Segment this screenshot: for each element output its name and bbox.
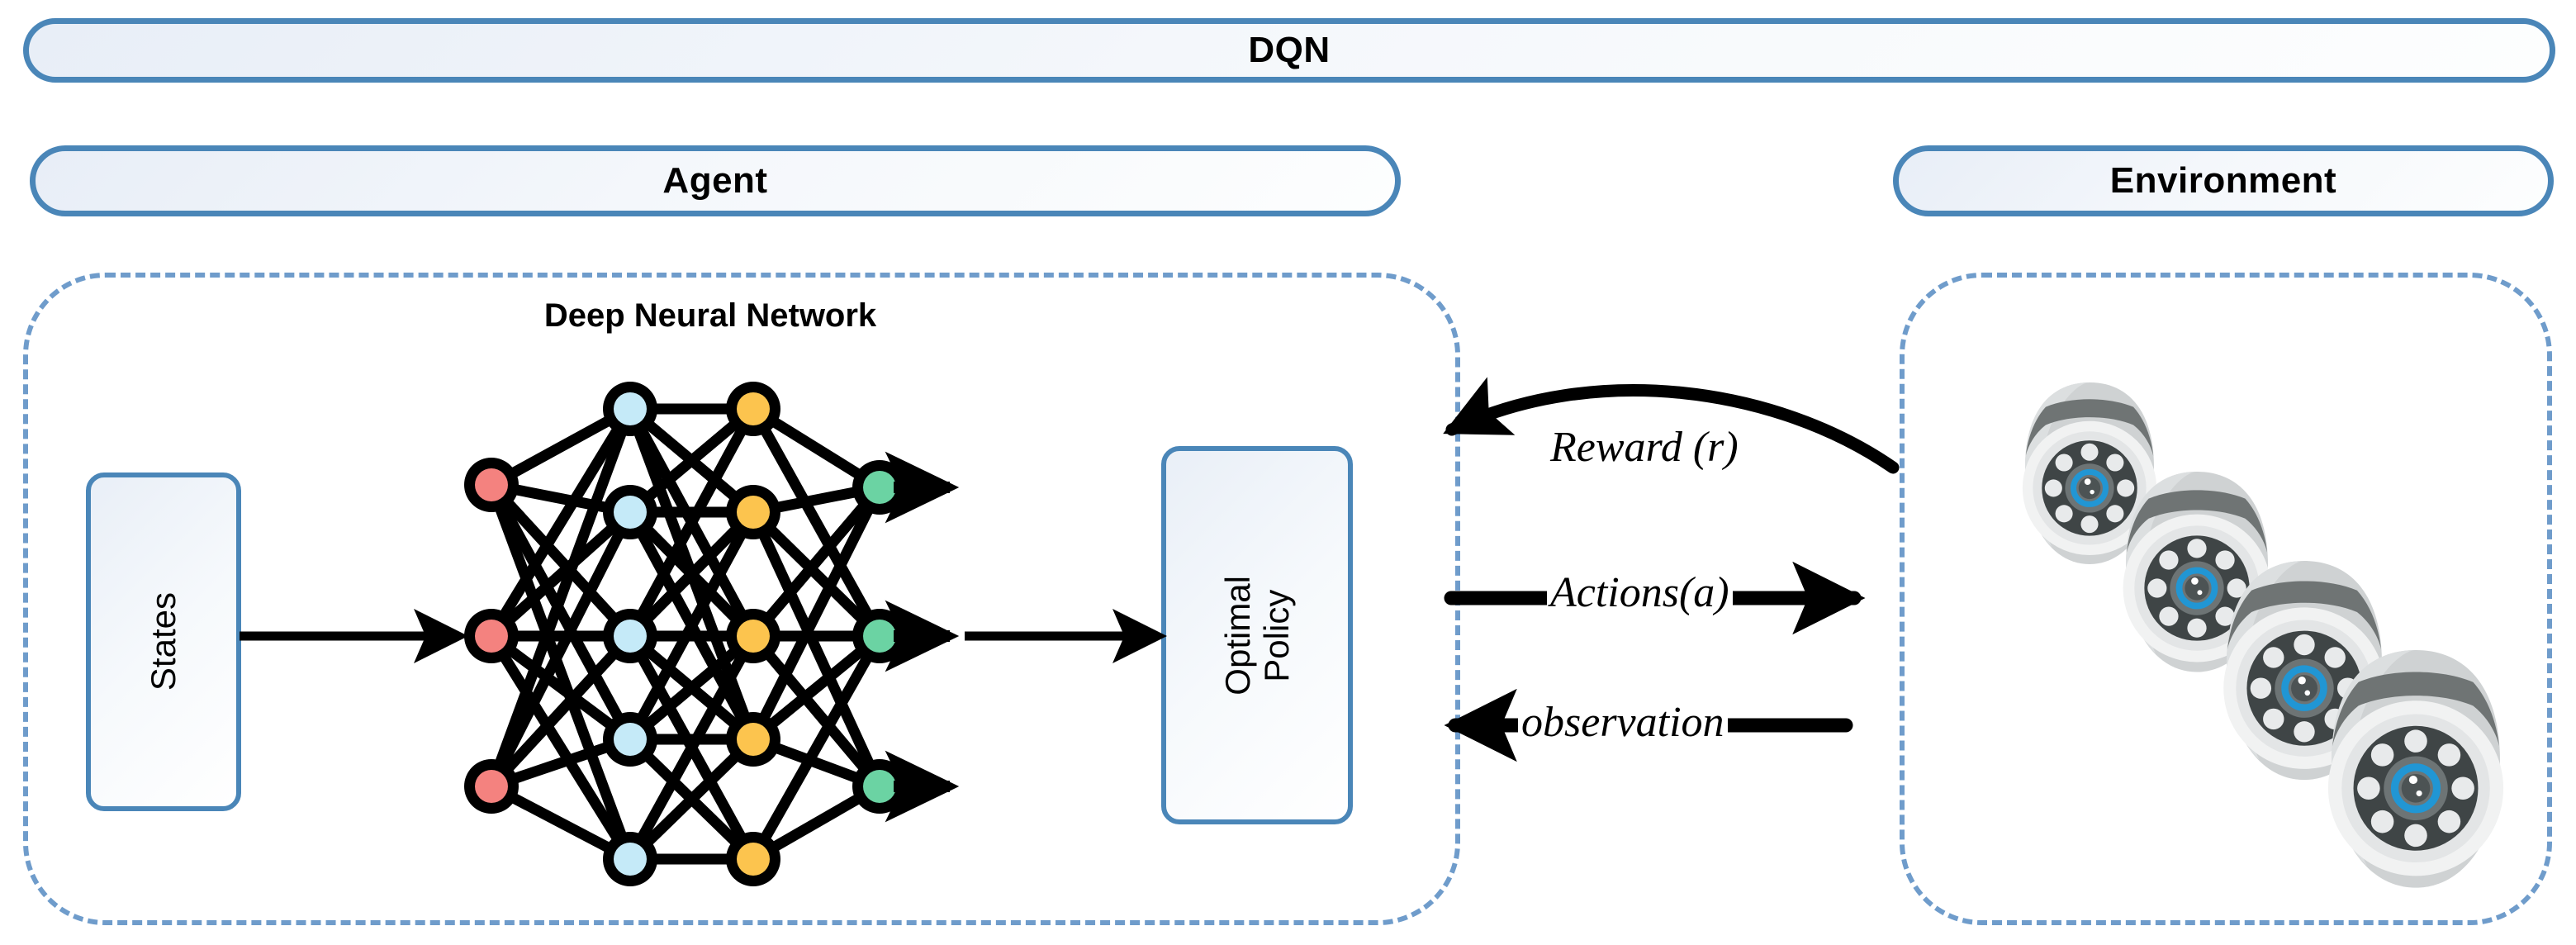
agent-title: Agent	[662, 160, 768, 201]
environment-dashed-container	[1900, 273, 2552, 925]
dqn-panel: DQN	[23, 18, 2555, 83]
deep-neural-network-title: Deep Neural Network	[543, 297, 877, 334]
optimal-policy-box: Optimal Policy	[1161, 446, 1353, 824]
page-title: DQN	[1248, 30, 1331, 70]
states-label: States	[144, 592, 183, 691]
agent-panel-header: Agent	[30, 145, 1401, 216]
optimal-policy-label: Optimal Policy	[1217, 575, 1296, 696]
actions-label: Actions(a)	[1547, 568, 1733, 617]
environment-title: Environment	[2109, 160, 2337, 201]
reward-label: Reward (r)	[1547, 423, 1742, 472]
states-box: States	[86, 472, 241, 811]
environment-panel-header: Environment	[1893, 145, 2554, 216]
observation-label: observation	[1518, 698, 1728, 747]
